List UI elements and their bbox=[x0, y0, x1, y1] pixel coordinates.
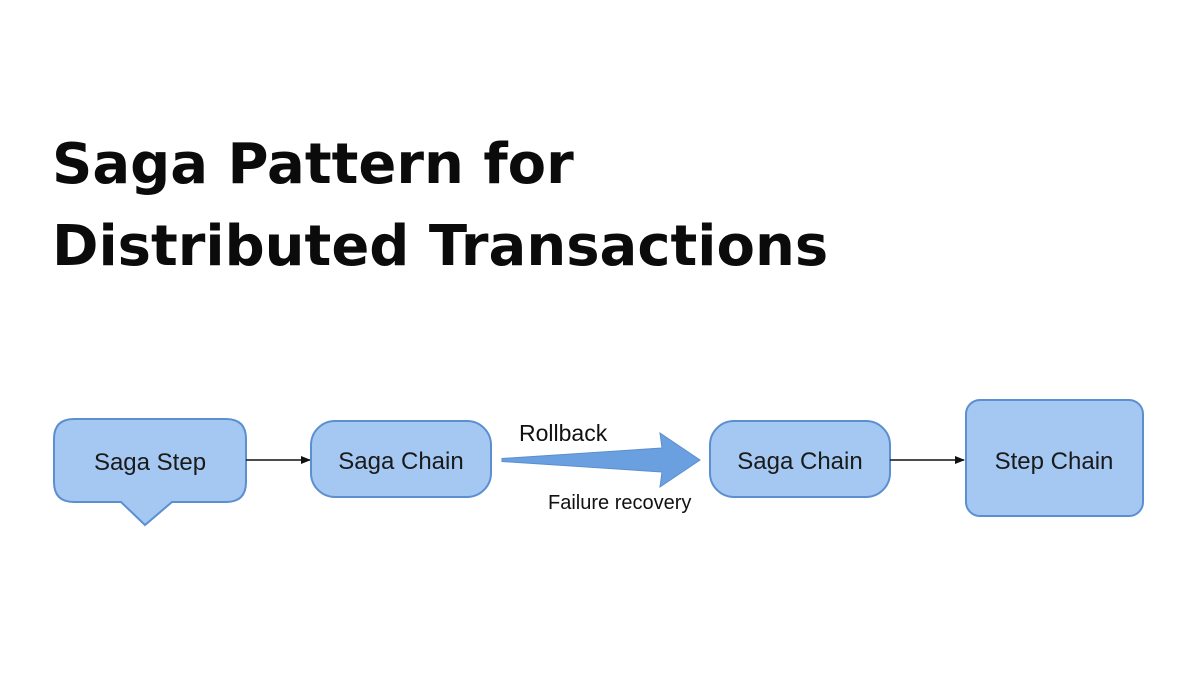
page-title: Saga Pattern for Distributed Transaction… bbox=[52, 124, 828, 288]
title-line-2: Distributed Transactions bbox=[52, 214, 829, 279]
node-saga-chain-1-shape bbox=[310, 420, 492, 498]
node-saga-chain-1-label: Saga Chain bbox=[338, 448, 463, 475]
node-saga-step-shape bbox=[53, 418, 247, 527]
rollback-label: Rollback bbox=[519, 420, 608, 446]
node-saga-chain-2-label: Saga Chain bbox=[737, 448, 862, 475]
failure-recovery-label: Failure recovery bbox=[548, 492, 691, 514]
node-step-chain-shape bbox=[965, 399, 1144, 517]
node-step-chain-label: Step Chain bbox=[995, 448, 1114, 475]
node-saga-chain-2[interactable]: Saga Chain bbox=[709, 420, 891, 498]
node-step-chain[interactable]: Step Chain bbox=[965, 399, 1144, 517]
node-saga-chain-2-shape bbox=[709, 420, 891, 498]
rollback-arrow bbox=[501, 431, 701, 489]
node-saga-step-label: Saga Step bbox=[94, 449, 206, 476]
node-saga-step[interactable]: Saga Step bbox=[53, 418, 247, 527]
title-line-1: Saga Pattern for bbox=[52, 132, 574, 197]
node-saga-chain-1[interactable]: Saga Chain bbox=[310, 420, 492, 498]
